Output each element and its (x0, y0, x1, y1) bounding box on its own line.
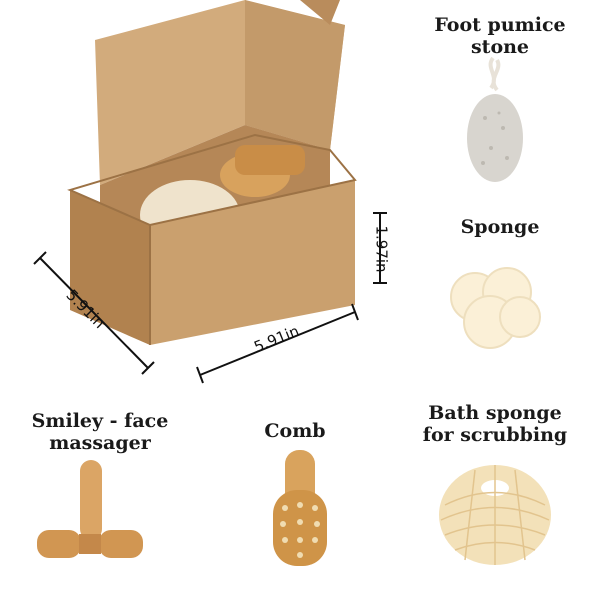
sponge-label-line1: Sponge (460, 216, 540, 238)
sponge-label: Sponge (420, 216, 580, 238)
bath-sponge-label: Bath sponge for scrubbing (410, 402, 580, 446)
pumice-label-line1: Foot pumice (434, 14, 566, 36)
bath-sponge-label-line2: for scrubbing (422, 424, 568, 446)
massager-label-line2: massager (49, 432, 151, 454)
comb-label-line1: Comb (264, 420, 326, 442)
sponge-image (450, 267, 541, 349)
height-dimension-label: 1.97in (372, 225, 391, 273)
massager-image (37, 460, 143, 558)
pumice-label: Foot pumice stone (420, 14, 580, 58)
bath-sponge-image (439, 465, 551, 565)
pumice-stone-image (467, 56, 523, 182)
comb-label: Comb (215, 420, 375, 442)
massager-label: Smiley - face massager (20, 410, 180, 454)
comb-image (273, 450, 327, 566)
pumice-label-line2: stone (470, 36, 530, 58)
bath-sponge-label-line1: Bath sponge (428, 402, 562, 424)
massager-label-line1: Smiley - face (31, 410, 169, 432)
